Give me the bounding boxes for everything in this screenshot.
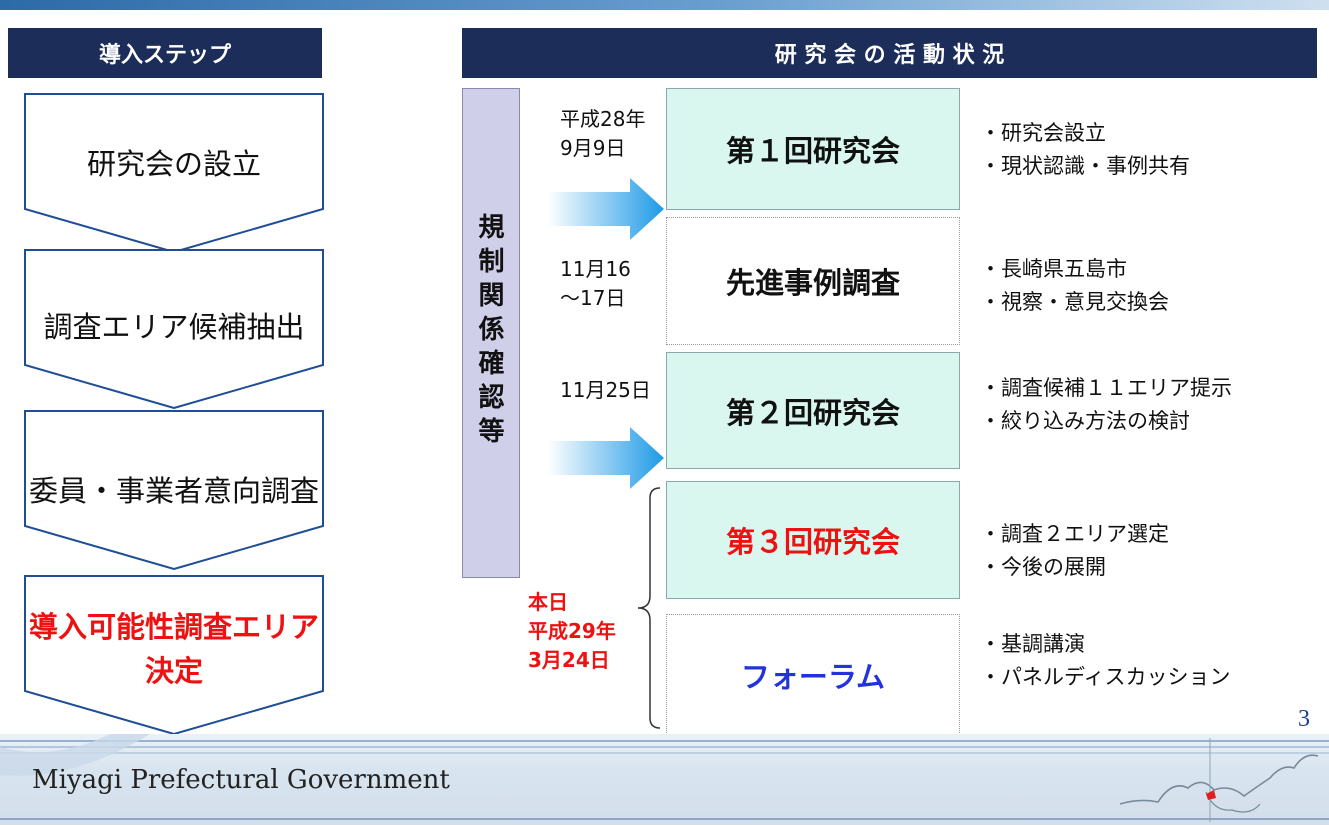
- meeting-1-label: 第１回研究会: [725, 134, 900, 168]
- header-activities: 研 究 会 の 活 動 状 況: [462, 28, 1317, 78]
- date-2: 11月16 ～17日: [560, 255, 631, 313]
- step-2-label: 調査エリア候補抽出: [43, 310, 305, 344]
- logo-swoosh-icon: [0, 734, 150, 776]
- date-today-line-2: 平成29年: [528, 619, 616, 643]
- step-4-line-1: 導入可能性調査エリア: [28, 610, 319, 644]
- footer: Miyagi Prefectural Government: [0, 734, 1329, 825]
- miyagi-map-icon: [1119, 738, 1319, 822]
- note-5: ・基調講演 ・パネルディスカッション: [980, 628, 1231, 694]
- note-3: ・調査候補１１エリア提示 ・絞り込み方法の検討: [980, 372, 1232, 438]
- date-1: 平成28年 9月9日: [560, 105, 645, 163]
- step-4: 導入可能性調査エリア 決定: [24, 575, 324, 735]
- regulation-check-bar: 規制関係確認等: [462, 88, 520, 578]
- forum-label: フォーラム: [740, 659, 886, 694]
- arrow-right-icon: [548, 427, 664, 489]
- header-steps-label: 導入ステップ: [98, 43, 231, 68]
- note-1: ・研究会設立 ・現状認識・事例共有: [980, 117, 1190, 183]
- page-number: 3: [1298, 706, 1310, 732]
- note-4: ・調査２エリア選定 ・今後の展開: [980, 518, 1169, 584]
- footer-brand: Miyagi Prefectural Government: [32, 765, 450, 795]
- step-2: 調査エリア候補抽出: [24, 249, 324, 409]
- note-4-line-1: ・調査２エリア選定: [980, 522, 1169, 546]
- date-1-line-2: 9月9日: [560, 136, 626, 160]
- date-2-line-2: ～17日: [560, 286, 626, 310]
- date-3: 11月25日: [560, 376, 651, 405]
- step-4-line-2: 決定: [144, 654, 203, 688]
- note-3-line-2: ・絞り込み方法の検討: [980, 409, 1190, 433]
- forum-box: フォーラム: [666, 614, 960, 735]
- note-5-line-2: ・パネルディスカッション: [980, 665, 1231, 689]
- note-5-line-1: ・基調講演: [980, 632, 1085, 656]
- note-2-line-1: ・長崎県五島市: [980, 257, 1127, 281]
- note-2-line-2: ・視察・意見交換会: [980, 290, 1169, 314]
- header-steps: 導入ステップ: [8, 28, 322, 78]
- meeting-3-label: 第３回研究会: [725, 525, 900, 559]
- top-band: [0, 0, 1329, 10]
- date-2-line-1: 11月16: [560, 257, 631, 281]
- date-1-line-1: 平成28年: [560, 107, 646, 131]
- note-1-line-2: ・現状認識・事例共有: [980, 154, 1190, 178]
- study-tour-box: 先進事例調査: [666, 217, 960, 345]
- note-4-line-2: ・今後の展開: [980, 555, 1106, 579]
- meeting-3-box: 第３回研究会: [666, 481, 960, 599]
- note-3-line-1: ・調査候補１１エリア提示: [980, 376, 1232, 400]
- meeting-2-box: 第２回研究会: [666, 352, 960, 469]
- step-3: 委員・事業者意向調査: [24, 410, 324, 570]
- date-today-line-1: 本日: [528, 590, 568, 614]
- brace-icon: [637, 487, 661, 729]
- step-3-label: 委員・事業者意向調査: [28, 474, 319, 508]
- meeting-2-label: 第２回研究会: [725, 395, 900, 430]
- step-4-label: 導入可能性調査エリア 決定: [24, 605, 324, 693]
- regulation-check-label: 規制関係確認等: [474, 213, 504, 451]
- arrow-right-icon: [548, 178, 664, 240]
- date-3-line-1: 11月25日: [560, 378, 651, 402]
- meeting-1-box: 第１回研究会: [666, 88, 960, 210]
- step-1: 研究会の設立: [24, 93, 324, 253]
- header-activities-label: 研 究 会 の 活 動 状 況: [774, 43, 1005, 68]
- note-1-line-1: ・研究会設立: [980, 121, 1106, 145]
- step-1-label: 研究会の設立: [86, 147, 261, 181]
- note-2: ・長崎県五島市 ・視察・意見交換会: [980, 253, 1169, 319]
- date-today: 本日 平成29年 3月24日: [528, 588, 616, 675]
- study-tour-label: 先進事例調査: [725, 266, 900, 300]
- date-today-line-3: 3月24日: [528, 648, 610, 672]
